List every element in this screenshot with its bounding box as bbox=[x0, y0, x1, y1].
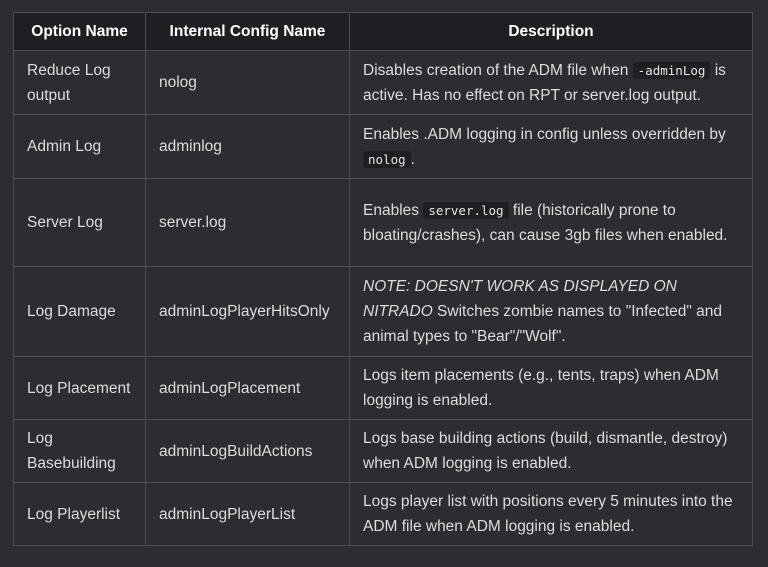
table-body: Reduce Log output nolog Disables creatio… bbox=[13, 50, 753, 546]
config-name-cell: adminLogPlayerList bbox=[145, 482, 350, 546]
header-internal-config-name: Internal Config Name bbox=[145, 12, 350, 51]
description-cell: Enables .ADM logging in config unless ov… bbox=[349, 114, 753, 179]
description-cell: Enables server.log file (historically pr… bbox=[349, 178, 753, 267]
description-text: Enables bbox=[363, 201, 424, 219]
description-text: . bbox=[410, 150, 415, 168]
description-cell: Logs player list with positions every 5 … bbox=[349, 482, 753, 546]
config-name-cell: adminLogPlacement bbox=[145, 356, 350, 420]
table-row: Log Playerlist adminLogPlayerList Logs p… bbox=[13, 482, 753, 546]
config-name-cell: server.log bbox=[145, 178, 350, 267]
description-cell: Logs item placements (e.g., tents, traps… bbox=[349, 356, 753, 420]
description-text: Switches zombie names to "Infected" and … bbox=[363, 303, 723, 345]
description-text: is active. Has no effect on RPT or serve… bbox=[363, 61, 726, 104]
table-header: Option Name Internal Config Name Descrip… bbox=[13, 12, 753, 51]
header-option-name: Option Name bbox=[13, 12, 146, 51]
config-options-table-container: Option Name Internal Config Name Descrip… bbox=[13, 12, 753, 546]
option-name-cell: Server Log bbox=[13, 178, 146, 267]
config-name-cell: adminLogBuildActions bbox=[145, 419, 350, 483]
inline-code: nolog bbox=[363, 150, 411, 168]
description-note: NOTE: DOESN'T WORK AS DISPLAYED ON NITRA… bbox=[363, 278, 677, 320]
option-name-cell: Reduce Log output bbox=[13, 50, 146, 115]
header-description: Description bbox=[349, 12, 753, 51]
config-name-cell: nolog bbox=[145, 50, 350, 115]
description-cell: Disables creation of the ADM file when -… bbox=[349, 50, 753, 115]
inline-code: server.log bbox=[423, 201, 509, 219]
description-cell: NOTE: DOESN'T WORK AS DISPLAYED ON NITRA… bbox=[349, 266, 753, 357]
table-row: Log Basebuilding adminLogBuildActions Lo… bbox=[13, 419, 753, 483]
table-row: Server Log server.log Enables server.log… bbox=[13, 178, 753, 267]
config-name-cell: adminLogPlayerHitsOnly bbox=[145, 266, 350, 357]
option-name-cell: Log Playerlist bbox=[13, 482, 146, 546]
option-name-cell: Log Damage bbox=[13, 266, 146, 357]
option-name-cell: Log Basebuilding bbox=[13, 419, 146, 483]
option-name-cell: Log Placement bbox=[13, 356, 146, 420]
config-options-table: Option Name Internal Config Name Descrip… bbox=[13, 12, 753, 546]
table-row: Reduce Log output nolog Disables creatio… bbox=[13, 50, 753, 115]
inline-code: -adminLog bbox=[632, 61, 711, 79]
table-row: Log Placement adminLogPlacement Logs ite… bbox=[13, 356, 753, 420]
option-name-cell: Admin Log bbox=[13, 114, 146, 179]
description-text: Enables .ADM logging in config unless ov… bbox=[363, 125, 726, 143]
table-header-row: Option Name Internal Config Name Descrip… bbox=[13, 12, 753, 51]
description-text: file (historically prone to bloating/cra… bbox=[363, 201, 728, 244]
description-text: Disables creation of the ADM file when bbox=[363, 61, 633, 79]
table-row: Admin Log adminlog Enables .ADM logging … bbox=[13, 114, 753, 179]
description-cell: Logs base building actions (build, disma… bbox=[349, 419, 753, 483]
config-name-cell: adminlog bbox=[145, 114, 350, 179]
table-row: Log Damage adminLogPlayerHitsOnly NOTE: … bbox=[13, 266, 753, 357]
